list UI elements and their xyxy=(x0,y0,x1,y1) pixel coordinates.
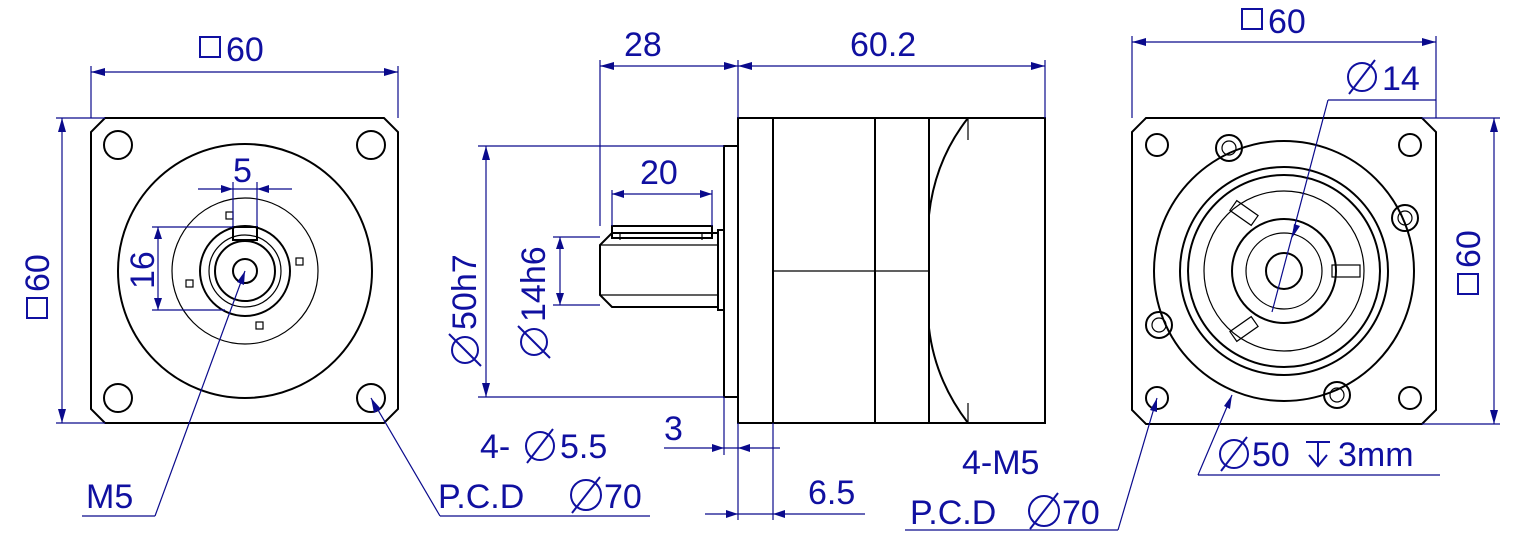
front-height-label: 60 xyxy=(19,254,57,292)
rear-mount-hole xyxy=(1145,133,1169,157)
flange-circle xyxy=(117,143,373,399)
rear-screw xyxy=(1215,134,1243,162)
mount-hole xyxy=(356,130,386,160)
small-hole xyxy=(185,279,194,288)
front-pcd-value: 70 xyxy=(604,478,642,516)
rear-clamp-ring xyxy=(1203,190,1365,352)
front-pcd-label: P.C.D xyxy=(438,478,524,516)
key-width-label: 5 xyxy=(233,152,252,190)
rear-flange-circle xyxy=(1153,140,1415,402)
front-view-dimensions: 60 60 5 16 M5 P.C.D 70 xyxy=(19,31,650,517)
side-view-dimensions: 28 60.2 20 50h7 14h6 4- 5.5 3 xyxy=(446,26,1046,520)
rear-spigot-outer xyxy=(1179,166,1389,376)
side-shaft-dia-label: 14h6 xyxy=(515,246,553,322)
side-flange-thk-label: 6.5 xyxy=(808,474,855,512)
rear-coupling-inner xyxy=(1245,232,1323,310)
rear-view-dimensions: 60 60 14 4-M5 P.C.D 70 50 3mm xyxy=(905,3,1500,532)
rear-pcd-value: 70 xyxy=(1062,494,1100,532)
depth-symbol xyxy=(1306,441,1330,468)
side-body-length-label: 60.2 xyxy=(850,26,916,64)
center-thread-label: M5 xyxy=(86,478,133,516)
mount-hole xyxy=(356,383,386,413)
rear-bore-label: 14 xyxy=(1382,60,1420,98)
side-pilot-dia-label: 50h7 xyxy=(446,254,484,330)
front-view-outline xyxy=(90,117,399,424)
rear-view-outline xyxy=(1131,117,1437,425)
side-shaft-length-label: 28 xyxy=(624,26,662,64)
small-hole xyxy=(295,257,304,266)
side-key xyxy=(611,225,713,239)
small-hole xyxy=(255,321,264,330)
mount-hole xyxy=(103,130,133,160)
front-view xyxy=(90,117,399,424)
rear-mount-hole xyxy=(1398,386,1422,410)
rear-screw xyxy=(1145,311,1173,339)
side-holes-prefix-label: 4- xyxy=(480,428,510,466)
side-shaft xyxy=(599,232,719,308)
square-symbol xyxy=(26,297,48,319)
front-width-label: 60 xyxy=(226,31,264,69)
mount-hole xyxy=(103,383,133,413)
rear-mount-hole xyxy=(1398,133,1422,157)
key-slot xyxy=(232,226,258,241)
bearing-circle xyxy=(171,197,319,345)
rear-width-label: 60 xyxy=(1268,3,1306,41)
small-hole xyxy=(225,211,234,220)
rear-pcd-label: P.C.D xyxy=(910,494,996,532)
side-view xyxy=(599,117,1046,424)
side-pilot xyxy=(723,145,739,398)
square-symbol xyxy=(1457,273,1479,295)
side-key-length-label: 20 xyxy=(640,154,678,192)
rear-thread-label: 4-M5 xyxy=(962,444,1039,482)
side-holes-dia-label: 5.5 xyxy=(560,428,607,466)
rear-coupling xyxy=(1231,218,1337,324)
rear-view xyxy=(1131,117,1437,425)
rear-spigot-depth-label: 3mm xyxy=(1338,436,1414,474)
square-symbol xyxy=(199,36,221,58)
rear-bore xyxy=(1265,252,1303,290)
rear-screw xyxy=(1323,381,1351,409)
rear-spigot-inner xyxy=(1187,174,1381,368)
square-symbol xyxy=(1241,8,1263,30)
shaft-inner xyxy=(208,234,282,308)
center-thread-hole xyxy=(232,258,258,284)
rear-screw xyxy=(1391,204,1419,232)
side-pilot-depth-label: 3 xyxy=(664,410,683,448)
rear-height-label: 60 xyxy=(1450,230,1488,268)
side-flange xyxy=(737,117,774,424)
key-height-label: 16 xyxy=(124,251,162,289)
side-motor-adapter xyxy=(928,117,971,424)
rear-spigot-dia-label: 50 xyxy=(1252,436,1290,474)
